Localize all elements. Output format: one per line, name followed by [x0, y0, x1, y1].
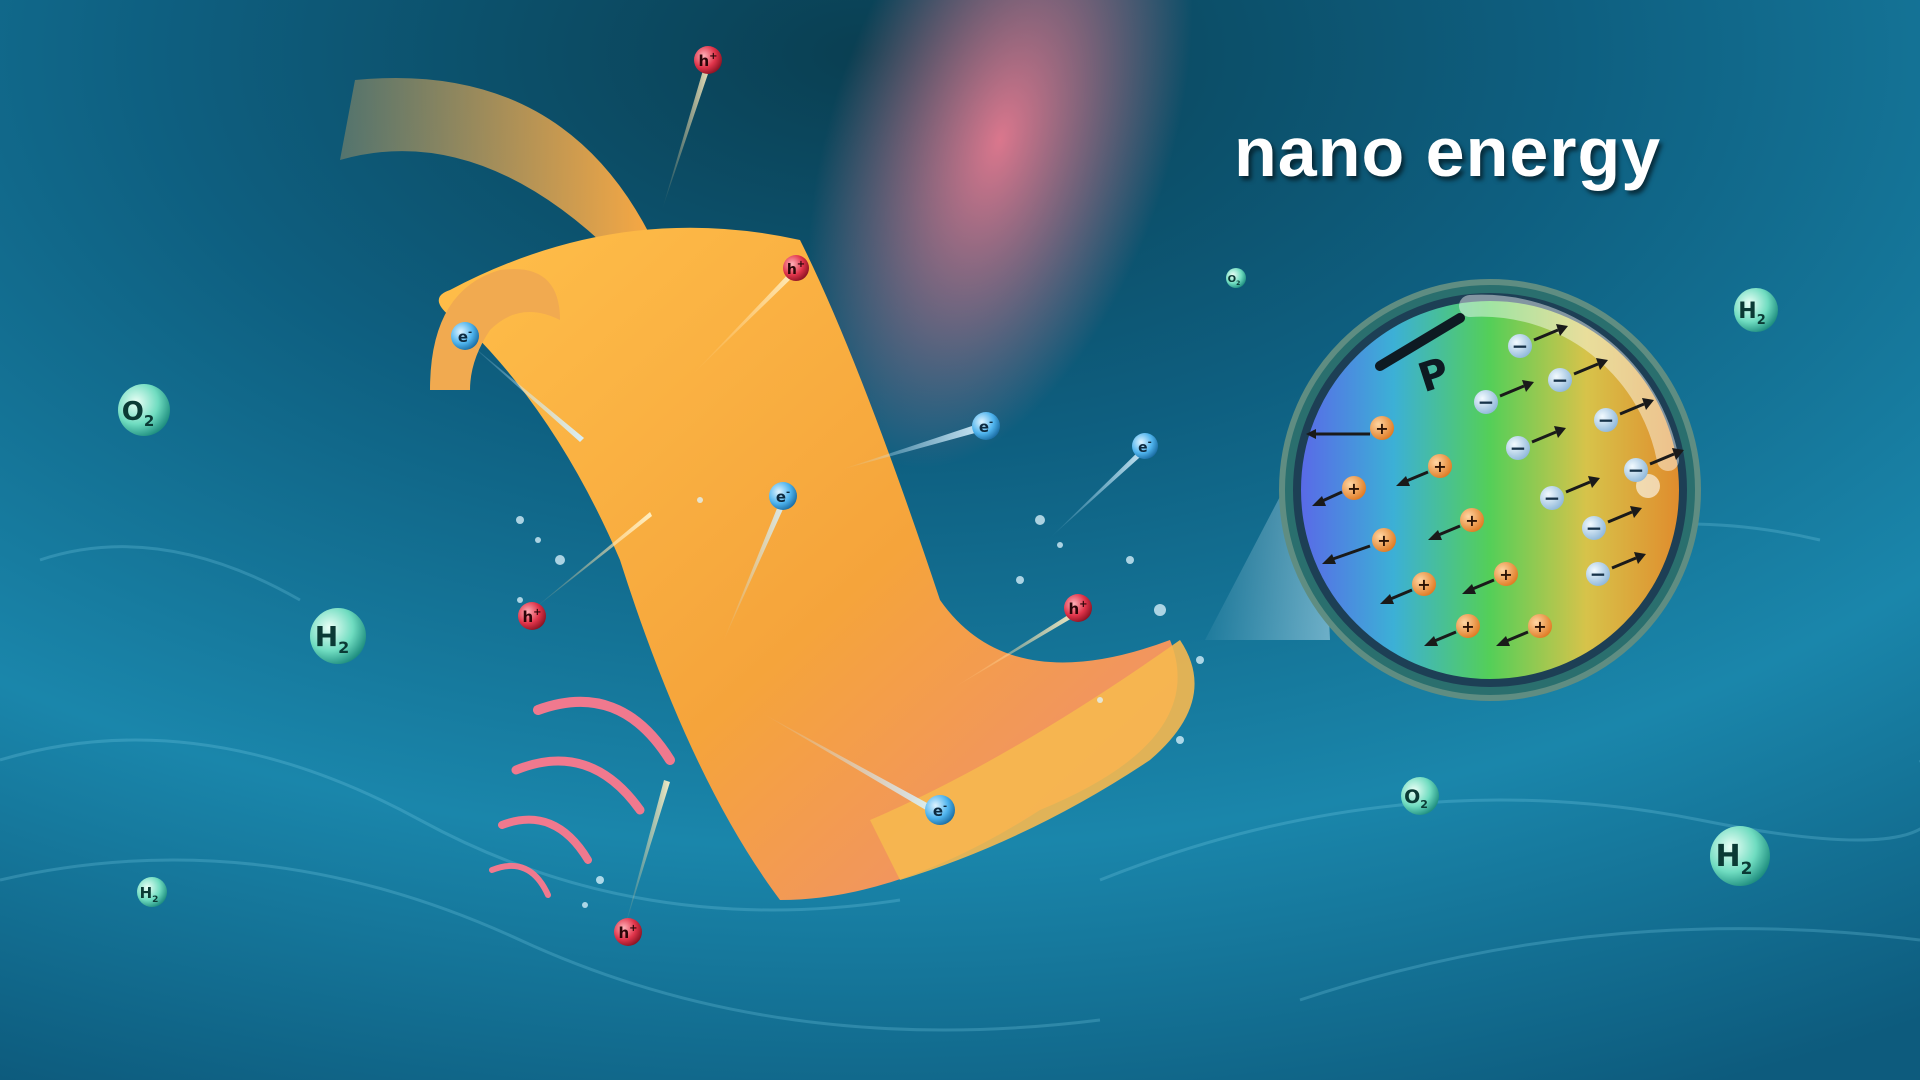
positive-charge: +	[1322, 528, 1396, 564]
svg-text:+: +	[1533, 617, 1546, 636]
electron-3: e-	[1132, 433, 1158, 459]
svg-text:−: −	[1544, 486, 1561, 510]
svg-text:H2: H2	[140, 884, 159, 905]
svg-text:+: +	[1377, 531, 1390, 550]
svg-text:h+: h+	[698, 51, 717, 70]
molecule-o2-bottom: O2	[1401, 777, 1439, 815]
svg-text:O2: O2	[122, 397, 155, 430]
svg-text:e-: e-	[979, 417, 993, 436]
svg-text:−: −	[1510, 436, 1527, 460]
svg-text:e-: e-	[933, 801, 947, 820]
svg-text:O2: O2	[1228, 274, 1241, 287]
negative-charge: −	[1624, 448, 1684, 482]
svg-text:−: −	[1590, 562, 1607, 586]
polarization-lens: P + + + + + + + + + − − − − − − − − −	[1279, 279, 1701, 701]
positive-charge: +	[1462, 562, 1518, 594]
negative-charges: − − − − − − − − −	[1474, 324, 1684, 586]
svg-text:−: −	[1512, 334, 1529, 358]
svg-text:−: −	[1628, 458, 1645, 482]
hole-2: h+	[783, 255, 809, 281]
hole-3: h+	[518, 602, 546, 630]
hole-1: h+	[694, 46, 722, 74]
negative-charge: −	[1582, 506, 1642, 540]
svg-text:−: −	[1552, 368, 1569, 392]
positive-charge: +	[1428, 508, 1484, 540]
electron-1: e-	[451, 322, 479, 350]
positive-charge: +	[1496, 614, 1552, 646]
molecule-o2-tiny: O2	[1226, 268, 1246, 288]
svg-text:−: −	[1586, 516, 1603, 540]
positive-charges: + + + + + + + + +	[1306, 416, 1552, 646]
svg-text:+: +	[1433, 457, 1446, 476]
svg-text:+: +	[1347, 479, 1360, 498]
nanosheet-rolled-edge	[430, 269, 560, 390]
electron-carriers: e- e- e- e- e-	[451, 322, 1158, 825]
hole-carriers: h+ h+ h+ h+ h+	[518, 46, 1092, 946]
svg-text:O2: O2	[1404, 786, 1428, 811]
molecule-h2-bottom-right: H2	[1710, 826, 1770, 886]
nanosheet-back-curl	[340, 77, 650, 260]
hole-tails	[530, 60, 1079, 930]
electron-tails	[463, 338, 1149, 816]
journal-title: nano energy	[1234, 113, 1662, 191]
negative-charge: −	[1548, 358, 1608, 392]
energy-waves	[489, 696, 675, 898]
light-shaft	[807, 0, 1193, 468]
svg-text:h+: h+	[618, 923, 637, 942]
svg-text:e-: e-	[1138, 437, 1152, 456]
electron-2: e-	[972, 412, 1000, 440]
svg-text:−: −	[1478, 390, 1495, 414]
positive-charge: +	[1306, 416, 1394, 440]
svg-text:h+: h+	[787, 259, 805, 278]
svg-text:H2: H2	[315, 620, 350, 657]
molecules: O2 H2 H2 O2 H2 O2 H2	[118, 268, 1778, 907]
negative-charge: −	[1508, 324, 1568, 358]
svg-text:e-: e-	[458, 327, 472, 346]
electron-5: e-	[925, 795, 955, 825]
svg-text:−: −	[1598, 408, 1615, 432]
molecule-h2-small: H2	[137, 877, 167, 907]
positive-charge: +	[1424, 614, 1480, 646]
negative-charge: −	[1474, 380, 1534, 414]
molecule-o2-large: O2	[118, 384, 170, 436]
hole-4: h+	[1064, 594, 1092, 622]
molecule-h2-right: H2	[1734, 288, 1778, 332]
svg-text:+: +	[1375, 419, 1388, 438]
svg-text:h+: h+	[522, 607, 541, 626]
molecule-h2-left: H2	[310, 608, 366, 664]
svg-text:+: +	[1465, 511, 1478, 530]
nanosheet-body	[438, 227, 1178, 900]
positive-charge: +	[1312, 476, 1366, 506]
hole-5: h+	[614, 918, 642, 946]
negative-charge: −	[1540, 476, 1600, 510]
svg-text:+: +	[1417, 575, 1430, 594]
svg-text:e-: e-	[776, 487, 790, 506]
positive-charge: +	[1380, 572, 1436, 604]
water-ripples	[0, 522, 1920, 1032]
positive-charge: +	[1396, 454, 1452, 486]
electron-4: e-	[769, 482, 797, 510]
svg-text:h+: h+	[1068, 599, 1087, 618]
negative-charge: −	[1594, 398, 1654, 432]
svg-text:H2: H2	[1716, 839, 1753, 879]
svg-text:H2: H2	[1738, 299, 1765, 328]
svg-text:+: +	[1461, 617, 1474, 636]
negative-charge: −	[1506, 426, 1566, 460]
bubbles	[516, 497, 1204, 908]
negative-charge: −	[1586, 552, 1646, 586]
svg-text:+: +	[1499, 565, 1512, 584]
